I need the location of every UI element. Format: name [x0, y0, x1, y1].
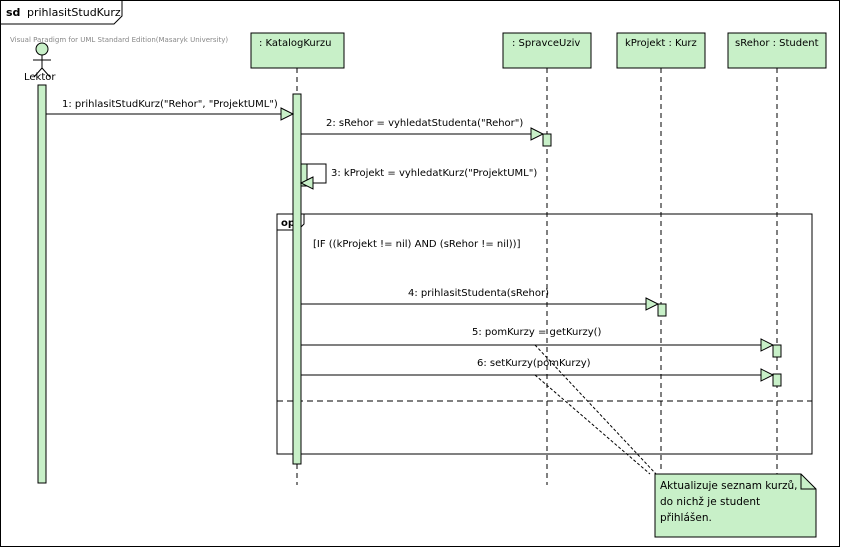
message-5-label: 5: pomKurzy = getKurzy(): [472, 327, 602, 338]
lifeline-label-srehor: sRehor : Student: [735, 38, 819, 49]
opt-guard: [IF ((kProjekt != nil) AND (sRehor != ni…: [313, 239, 521, 250]
note-text: Aktualizuje seznam kurzů, do nichž je st…: [660, 478, 810, 526]
activation-kprojekt: [657, 303, 667, 317]
actor-head-icon: [35, 42, 49, 56]
activation-spravceuziv: [542, 133, 552, 147]
lifeline-label-spravceuziv: : SpravceUziv: [512, 38, 580, 49]
message-5-arrowhead: [760, 338, 775, 352]
note-line-2: do nichž je student: [660, 496, 761, 508]
lifeline-head-spravceuziv: [502, 32, 592, 69]
activation-lektor: [37, 84, 47, 484]
frame-keyword: sd: [6, 6, 20, 19]
lifeline-head-srehor: [727, 32, 827, 69]
note-anchor-2: [534, 374, 651, 475]
message-3-line: [301, 163, 327, 184]
opt-fragment: [276, 213, 813, 455]
note-anchor-1: [534, 344, 657, 475]
activation-srehor-1: [772, 344, 782, 358]
message-6-arrowhead: [760, 368, 775, 382]
opt-operator: opt: [281, 218, 300, 229]
note-line-3: přihlášen.: [660, 512, 712, 524]
message-2-label: 2: sRehor = vyhledatStudenta("Rehor"): [326, 118, 523, 129]
note-fold: [800, 474, 816, 490]
message-1-label: 1: prihlasitStudKurz("Rehor", "ProjektUM…: [62, 99, 278, 110]
message-6-label: 6: setKurzy(pomKurzy): [477, 358, 591, 369]
frame-title-tab: [0, 0, 123, 25]
note: [654, 473, 817, 538]
actor-lektor: [33, 42, 51, 78]
message-3-label: 3: kProjekt = vyhledatKurz("ProjektUML"): [331, 168, 537, 179]
activation-katalogkurzu: [292, 93, 302, 465]
message-4-label: 4: prihlasitStudenta(sRehor): [408, 288, 549, 299]
note-line-1: Aktualizuje seznam kurzů,: [660, 480, 798, 492]
message-4-arrowhead: [645, 297, 660, 311]
activation-srehor-2: [772, 373, 782, 387]
lifeline-head-katalogkurzu: [250, 32, 345, 69]
message-3-arrowhead: [299, 176, 314, 190]
lifeline-label-kprojekt: kProjekt : Kurz: [625, 38, 697, 49]
message-2-arrowhead: [530, 127, 545, 141]
message-1-arrowhead: [280, 107, 295, 121]
actor-name: Lektor: [24, 72, 56, 83]
lifeline-label-katalogkurzu: : KatalogKurzu: [259, 38, 331, 49]
frame-title: prihlasitStudKurz: [27, 6, 121, 19]
watermark: Visual Paradigm for UML Standard Edition…: [10, 36, 228, 44]
